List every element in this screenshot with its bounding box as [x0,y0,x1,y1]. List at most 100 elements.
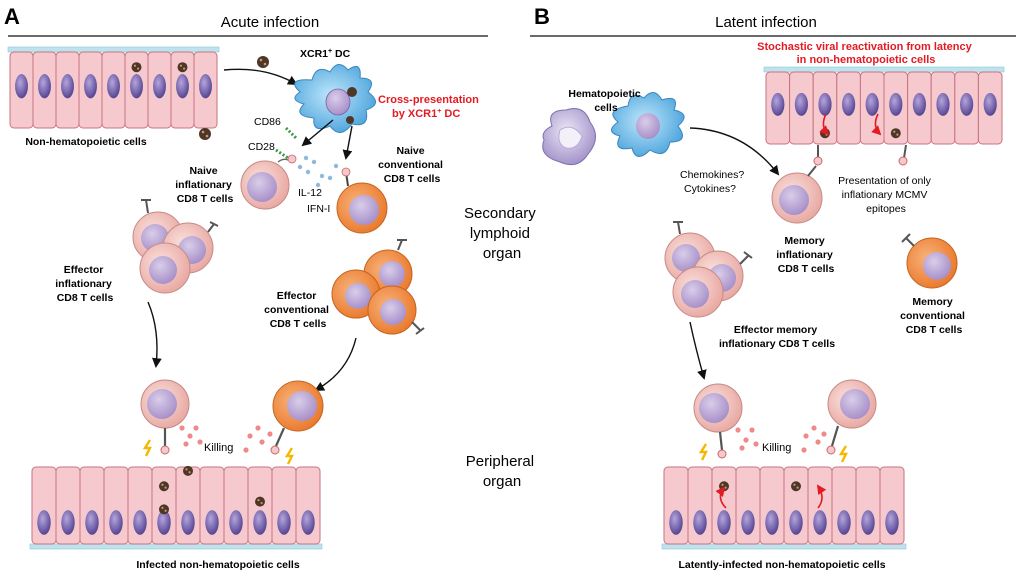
arrow-dc-to-naive-conventional [342,125,353,160]
mhc-presentation-b [813,144,908,166]
panel-a-title: Acute infection [221,14,319,31]
cross-presentation-label-2: by XCR1+ DC [392,108,460,120]
arrow-hematopoietic-to-memory [689,127,780,176]
virion [890,128,901,139]
arrow-effector-inflationary-to-target [147,301,162,368]
virion [255,496,265,507]
killer-conventional-t-cell [270,380,324,465]
peripheral-organ-label: Peripheral organ [466,453,539,490]
epithelial-cell [783,466,809,545]
virion [159,504,169,515]
killer-memory-t-cell-left [693,383,743,461]
bottom-epithelium-b [661,466,907,550]
chemokines-label: Chemokines? Cytokines? [680,169,747,195]
epithelial-cell [687,466,713,545]
arrow-effector-memory-to-target [689,321,707,380]
latent-cells-label: Latently-infected non-hematopoietic cell… [678,559,885,571]
virion [791,481,801,492]
cytotoxic-granules-a [179,425,273,453]
naive-conventional-t-cell [336,167,388,234]
epithelial-cell [101,51,126,129]
killer-memory-t-cell-right [826,379,877,463]
basement-membrane [763,66,1005,73]
cytotoxic-granules-b [735,425,827,453]
virion [131,62,142,73]
bottom-epithelium-a [29,465,323,550]
virion [183,465,193,476]
epithelial-cell [879,466,905,545]
epithelial-cell [663,466,689,545]
dendritic-cell-b [611,92,685,157]
top-epithelium-a [7,46,220,129]
epithelial-cell [199,466,225,545]
epithelial-cell [9,51,34,129]
epithelial-cell [175,466,201,545]
reactivation-arrow [816,484,827,509]
arrow-dc-to-naive-inflationary [301,119,334,147]
epithelial-cell [977,71,1003,145]
epithelial-cell [883,71,909,145]
epithelial-cell [103,466,129,545]
memory-inflationary-label: Memory inflationary CD8 T cells [776,235,836,275]
epithelial-cell [836,71,861,145]
cd28-marker [275,148,289,160]
epithelial-cell [831,466,857,545]
virion [257,56,269,68]
effector-memory-cluster [664,221,753,318]
memory-conventional-t-cell [901,233,958,289]
epithelial-cell [147,51,172,129]
epithelial-cell [765,71,791,145]
xcr1-dc-label: XCR1+ DC [300,48,351,60]
epithelial-cell [127,466,153,545]
killing-label-b: Killing [762,442,791,454]
nonhematopoietic-cells-label: Non-hematopoietic cells [25,136,147,148]
epithelial-cell [78,51,103,129]
arrow-effector-conventional-to-target [314,337,357,391]
reactivation-arrow [819,113,830,136]
il12-label: IL-12 [298,187,322,199]
infected-cells-label: Infected non-hematopoietic cells [136,559,300,571]
hematopoietic-cell [542,108,596,166]
epithelial-cell [31,466,57,545]
memory-conventional-label: Memory conventional CD8 T cells [900,296,968,336]
epithelial-cell [32,51,57,129]
ifn1-label: IFN-I [307,203,330,215]
naive-inflationary-label: Naive inflationary CD8 T cells [175,165,235,205]
epithelial-cell [855,466,881,545]
basement-membrane [29,543,323,550]
epithelial-cell [295,466,321,545]
hematopoietic-label: Hematopoietic cells [568,88,643,114]
basement-membrane [7,46,220,53]
epithelial-cell [907,71,932,145]
naive-inflationary-t-cell [240,154,297,210]
epithelial-cell [271,466,297,545]
presentation-label: Presentation of only inflationary MCMV e… [838,175,934,215]
cross-presentation-label: Cross-presentation [378,94,479,106]
panel-b-title: Latent infection [715,14,817,31]
cd28-label: CD28 [248,141,275,153]
virion [719,481,729,492]
epithelial-cell [193,51,218,129]
cytokine-dots [297,155,339,188]
secondary-lymphoid-label: Secondary lymphoid organ [464,205,540,262]
epithelial-cell [223,466,249,545]
epithelial-cell [735,466,761,545]
virion [159,481,169,492]
epithelial-cell [170,51,195,129]
killing-label-a: Killing [204,442,233,454]
epithelial-cell [55,466,81,545]
effector-conventional-cluster [331,239,425,335]
epithelial-cell [930,71,956,145]
reactivation-label: Stochastic viral reactivation from laten… [757,41,975,66]
basement-membrane [661,543,907,550]
effector-conventional-label: Effector conventional CD8 T cells [264,290,332,330]
top-epithelium-b [763,66,1005,145]
epithelial-cell [859,71,885,145]
panel-b-letter: B [534,4,550,29]
virion [177,62,188,73]
reactivation-arrow [871,113,882,136]
panel-a-letter: A [4,4,20,29]
arrow-epithelium-to-dc [223,68,298,85]
